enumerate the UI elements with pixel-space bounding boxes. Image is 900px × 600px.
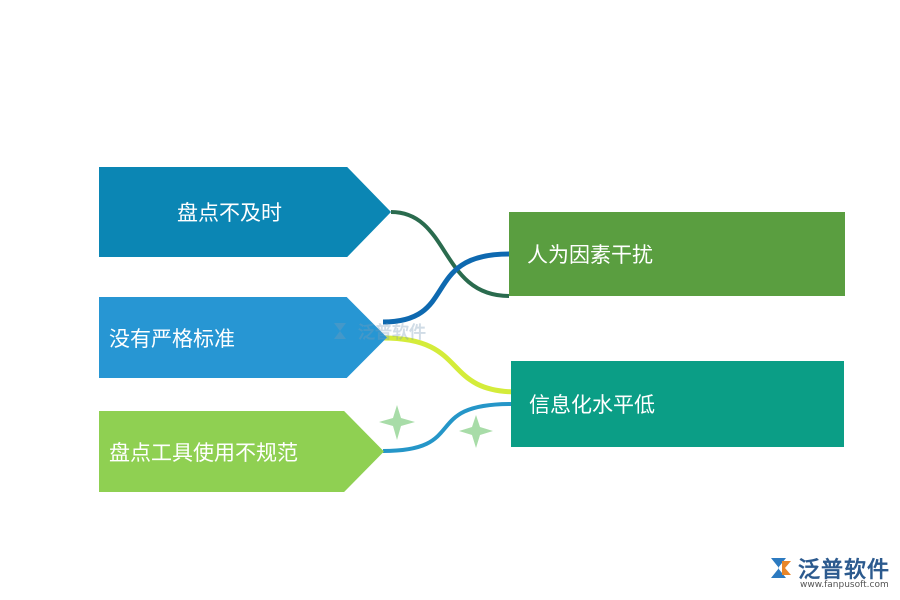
watermark-text: 泛普软件 — [358, 323, 426, 343]
node-left-2-label: 没有严格标准 — [109, 326, 235, 351]
node-right-2: 信息化水平低 — [511, 361, 844, 447]
brand-name: 泛普软件 — [798, 558, 891, 583]
node-left-3-label: 盘点工具使用不规范 — [109, 440, 298, 465]
watermark-logo-icon — [334, 322, 346, 339]
node-right-1-label: 人为因素干扰 — [527, 243, 653, 267]
connector-1 — [390, 210, 510, 298]
node-left-2: 没有严格标准 — [99, 297, 387, 378]
sparkle-2 — [459, 415, 493, 448]
node-right-1: 人为因素干扰 — [509, 212, 845, 296]
brand-logo-icon — [771, 558, 791, 578]
watermark: 泛普软件 — [330, 318, 426, 343]
node-left-1: 盘点不及时 — [99, 167, 391, 257]
node-right-2-label: 信息化水平低 — [529, 393, 655, 417]
connector-2 — [382, 251, 510, 325]
sparkle-1 — [379, 405, 415, 440]
connector-4 — [382, 402, 512, 453]
brand-url: www.fanpusoft.com — [800, 580, 889, 590]
brand-logo: 泛普软件 — [768, 552, 890, 584]
node-left-3: 盘点工具使用不规范 — [99, 411, 384, 492]
connector-3 — [382, 335, 519, 395]
node-left-1-label: 盘点不及时 — [177, 201, 282, 225]
